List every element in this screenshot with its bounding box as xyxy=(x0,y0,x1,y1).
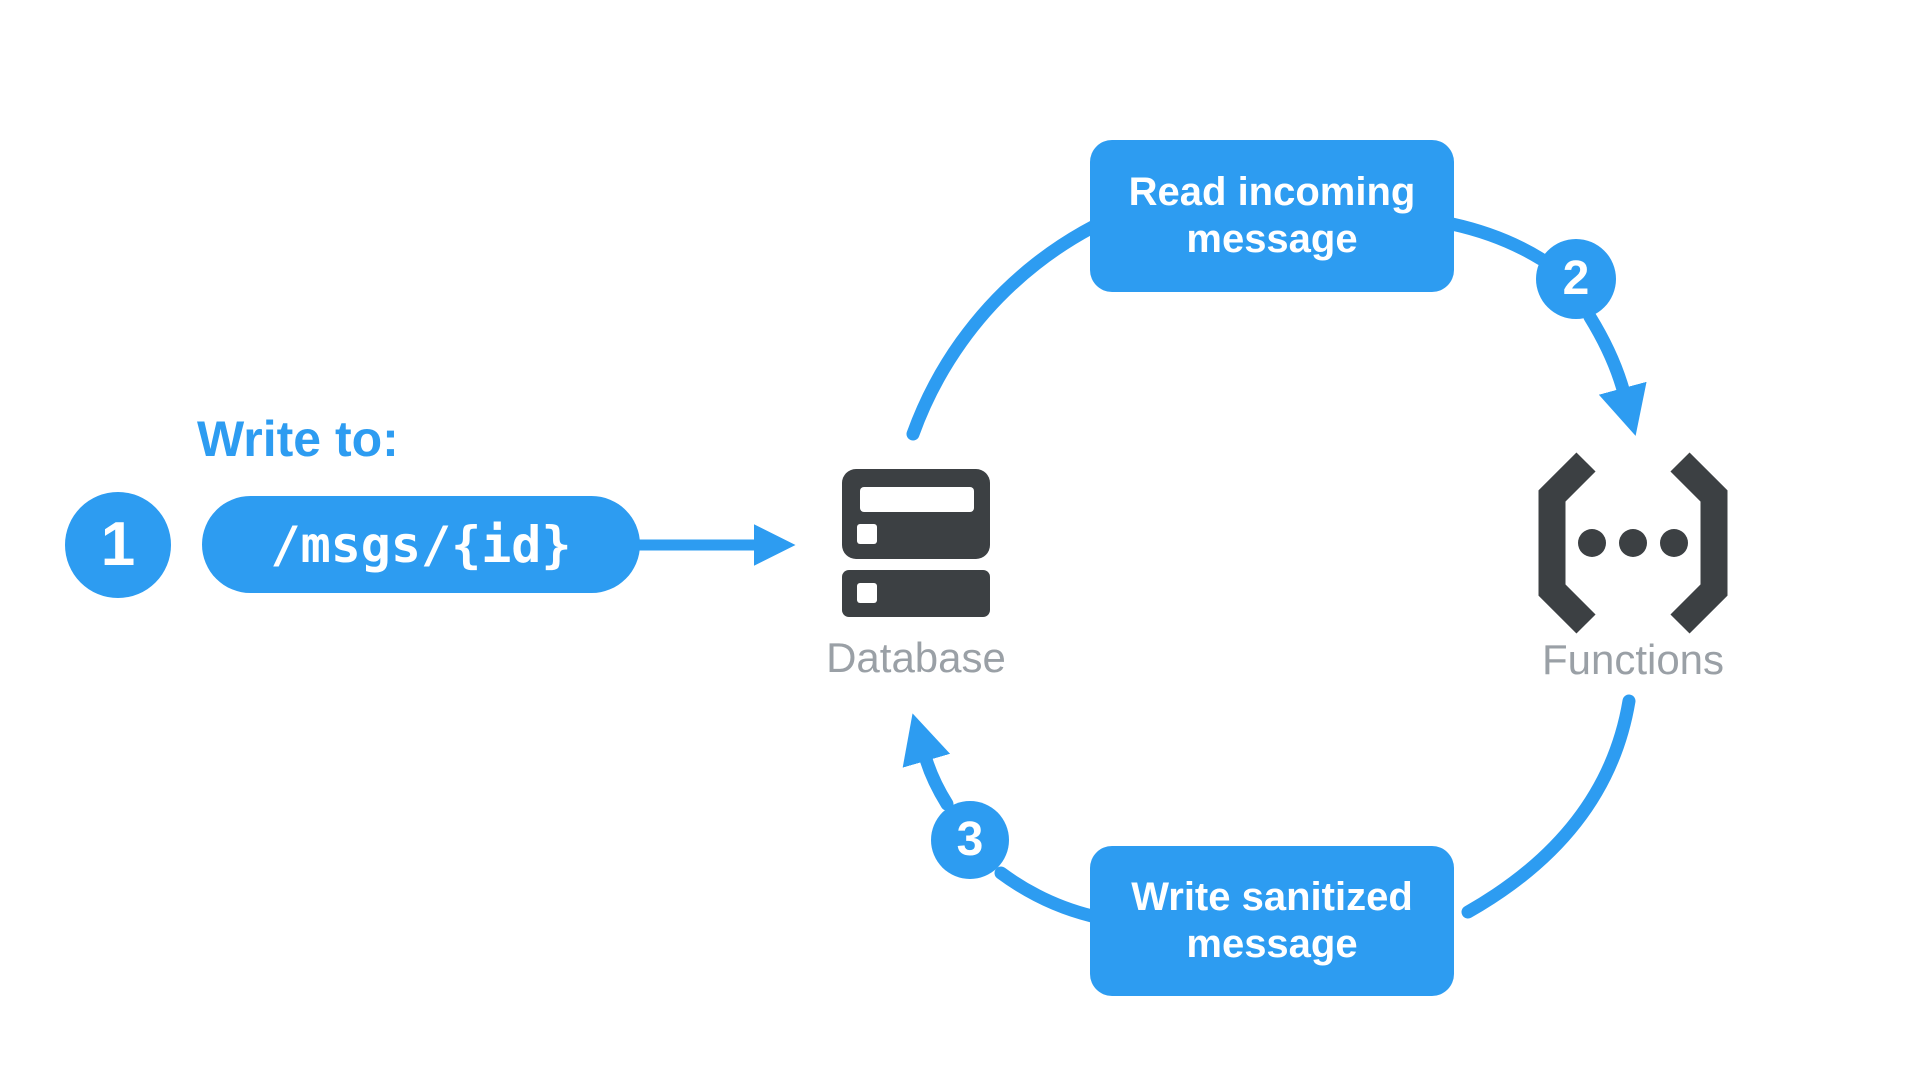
write-box-line-1: Write sanitized xyxy=(1131,874,1413,919)
database-server-icon xyxy=(842,469,990,617)
functions-label: Functions xyxy=(1541,636,1725,683)
read-box-line-2: message xyxy=(1186,217,1358,261)
cloud-functions-icon xyxy=(1538,452,1728,634)
read-box-line-1: Read incoming xyxy=(1128,169,1416,214)
database-path-pill: /msgs/{id} xyxy=(202,496,640,593)
arc-write-box-to-step3 xyxy=(994,866,1099,923)
arc-step2-to-functions xyxy=(1583,310,1647,436)
step3-badge: 3 xyxy=(931,801,1009,879)
write-box-line-2: message xyxy=(1186,922,1358,966)
database-label: Database xyxy=(826,634,1006,681)
arc-functions-to-write-box xyxy=(1461,694,1636,919)
read-incoming-message-box: Read incoming message xyxy=(1090,140,1454,292)
arc-read-box-to-step2 xyxy=(1445,217,1548,266)
write-sanitized-message-box: Write sanitized message xyxy=(1090,846,1454,996)
step2-badge: 2 xyxy=(1536,239,1616,319)
arc-step3-to-database xyxy=(902,713,954,811)
step1-badge: 1 xyxy=(65,492,171,598)
write-to-heading: Write to: xyxy=(197,411,399,467)
